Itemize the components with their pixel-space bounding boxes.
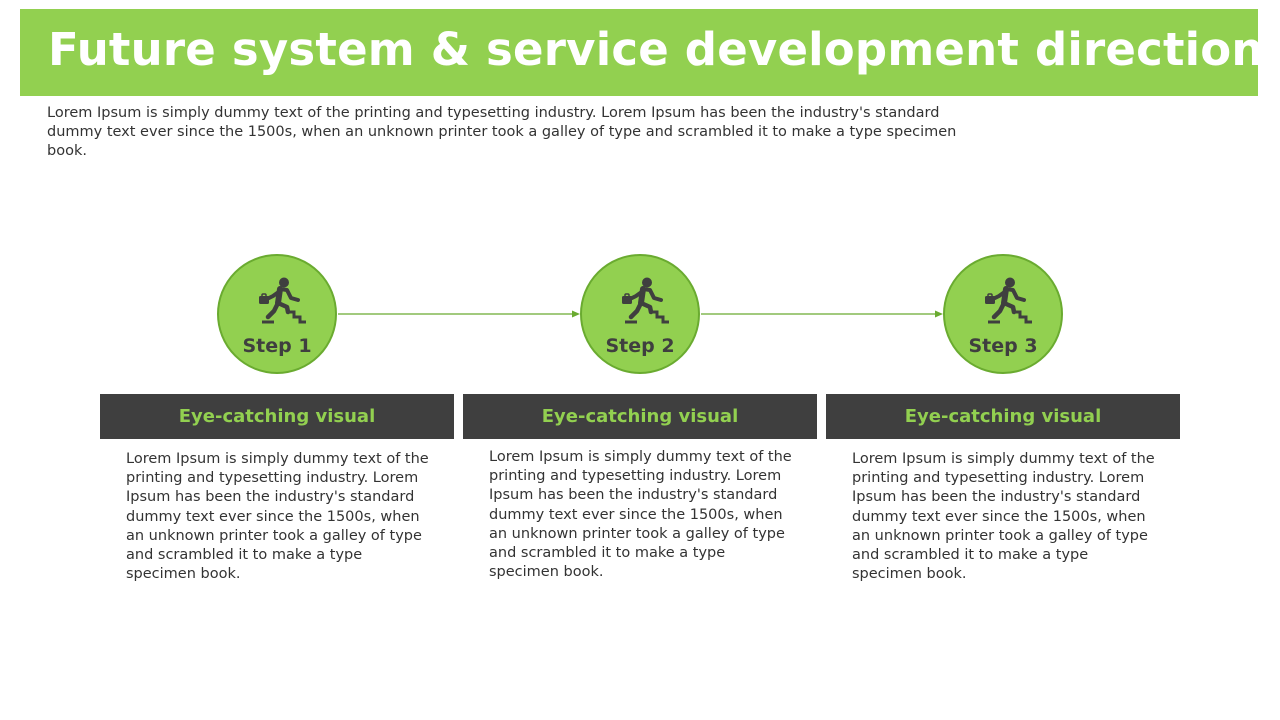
step-label-2: Step 2 (605, 335, 675, 357)
intro-paragraph: Lorem Ipsum is simply dummy text of the … (47, 105, 957, 159)
step-circle-1: Step 1 (217, 254, 337, 374)
step-circle-3: Step 3 (943, 254, 1063, 374)
connector-arrowhead-1-2 (572, 310, 580, 318)
card-body-1: Lorem Ipsum is simply dummy text of the … (126, 451, 429, 583)
card-body-3: Lorem Ipsum is simply dummy text of the … (852, 451, 1155, 583)
card-header-2: Eye-catching visual (463, 394, 817, 439)
card-header-1: Eye-catching visual (100, 394, 454, 439)
step-label-1: Step 1 (242, 335, 312, 357)
title-bar: Future system & service development dire… (20, 9, 1263, 96)
page-title: Future system & service development dire… (48, 23, 1264, 76)
card-header-3: Eye-catching visual (826, 394, 1180, 439)
card-body-2: Lorem Ipsum is simply dummy text of the … (489, 449, 792, 581)
card-title-2: Eye-catching visual (541, 406, 739, 427)
stairs-climber-icon (980, 276, 1032, 328)
step-label-3: Step 3 (968, 335, 1038, 357)
card-title-1: Eye-catching visual (178, 406, 376, 427)
stairs-climber-icon (254, 276, 306, 328)
connector-arrowhead-2-3 (935, 310, 943, 318)
step-circle-2: Step 2 (580, 254, 700, 374)
stairs-climber-icon (617, 276, 669, 328)
card-title-3: Eye-catching visual (904, 406, 1102, 427)
